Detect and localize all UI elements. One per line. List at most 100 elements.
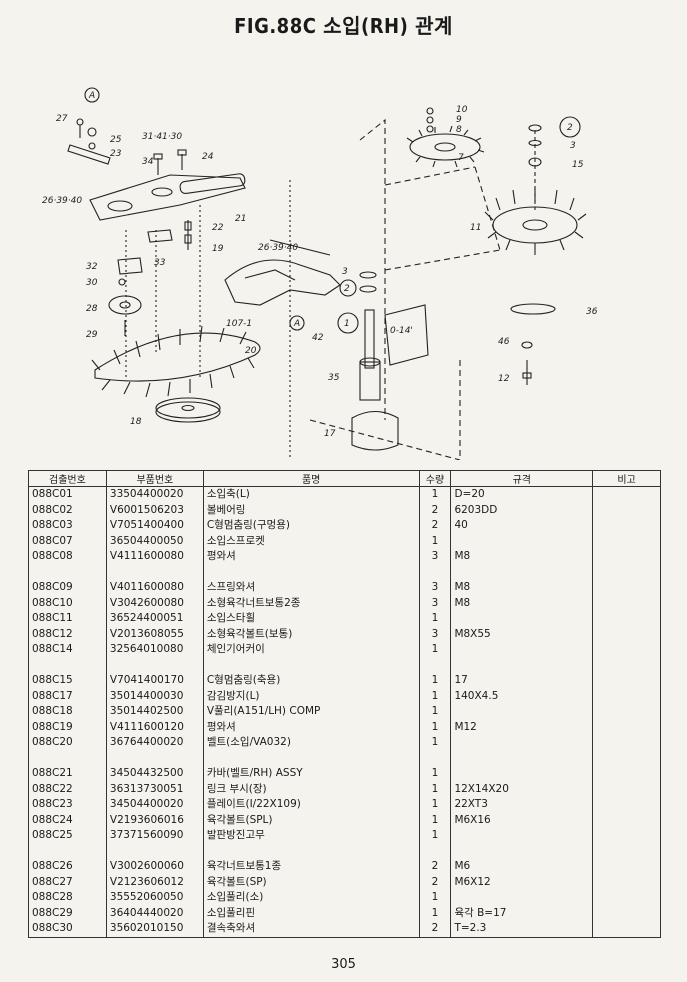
cell-part: V3042600080 xyxy=(105,595,204,611)
cell-ref: 088C21 xyxy=(28,766,107,782)
cell-note xyxy=(592,890,661,906)
cell-note xyxy=(592,905,661,921)
cell-ref: 088C12 xyxy=(28,626,107,642)
cell-note xyxy=(592,843,661,859)
cell-qty: 1 xyxy=(418,828,452,844)
callout-label: 32 xyxy=(86,262,98,272)
cell-ref: 088C22 xyxy=(28,781,107,797)
cell-part: V2193606016 xyxy=(105,812,204,828)
cell-spec: M8X55 xyxy=(450,626,594,642)
cell-note xyxy=(592,735,661,751)
cell-name: C형멈춤링(구멍용) xyxy=(202,518,420,534)
cell-qty xyxy=(418,843,452,859)
callout-label: 34 xyxy=(142,157,154,167)
callout-label: 30 xyxy=(86,278,98,288)
cell-part xyxy=(105,564,204,580)
cell-ref: 088C01 xyxy=(28,486,107,503)
cell-qty: 1 xyxy=(418,533,452,549)
cell-name xyxy=(202,564,420,580)
cell-qty: 3 xyxy=(418,626,452,642)
callout-label: 23 xyxy=(110,149,122,159)
spiked-belt xyxy=(94,332,261,382)
cell-note xyxy=(592,564,661,580)
callout-label: 27 xyxy=(56,114,68,124)
cell-qty xyxy=(418,750,452,766)
cell-note xyxy=(592,673,661,689)
cell-qty: 1 xyxy=(418,719,452,735)
cell-part: V2123606012 xyxy=(105,874,204,890)
cell-qty: 1 xyxy=(418,766,452,782)
exploded-parts-diagram: 27 A 25 23 31·41·30 34 24 26·39·40 21 22… xyxy=(42,87,598,460)
cell-part: 34504432500 xyxy=(105,766,204,782)
cell-part: 35602010150 xyxy=(105,921,204,938)
cell-name: 소입풀리(소) xyxy=(202,890,420,906)
cell-name: 육각볼트(SP) xyxy=(202,874,420,890)
cell-note xyxy=(592,657,661,673)
cell-note xyxy=(592,688,661,704)
page-title: FIG.88C 소입(RH) 관계 xyxy=(234,14,453,38)
cell-part: V4111600120 xyxy=(105,719,204,735)
cell-spec xyxy=(450,735,594,751)
cell-part: 36313730051 xyxy=(105,781,204,797)
cell-part: V4011600080 xyxy=(105,580,204,596)
cell-name: 소입축(L) xyxy=(202,486,420,503)
cell-name: 볼베어링 xyxy=(202,502,420,518)
cell-name xyxy=(202,657,420,673)
cell-qty: 1 xyxy=(418,812,452,828)
cell-part: 33504400020 xyxy=(105,486,204,503)
table-row xyxy=(28,843,661,859)
cell-spec xyxy=(450,642,594,658)
cell-part: V6001506203 xyxy=(105,502,204,518)
cell-qty: 1 xyxy=(418,486,452,503)
callout-label: 3 xyxy=(570,141,576,151)
cell-note xyxy=(592,859,661,875)
cell-part: 35552060050 xyxy=(105,890,204,906)
callout-label: 25 xyxy=(110,135,122,145)
cell-note xyxy=(592,921,661,938)
cell-name: 소입풀리핀 xyxy=(202,905,420,921)
callout-label: 3 xyxy=(342,267,348,277)
callout-label: 1 xyxy=(344,319,350,329)
cell-ref: 088C14 xyxy=(28,642,107,658)
cell-qty: 2 xyxy=(418,921,452,938)
cell-note xyxy=(592,797,661,813)
col-header-ref: 검출번호 xyxy=(28,470,107,487)
callout-label: 12 xyxy=(498,374,510,384)
cell-part xyxy=(105,750,204,766)
cell-ref: 088C17 xyxy=(28,688,107,704)
cell-name: 발판방진고무 xyxy=(202,828,420,844)
cell-part: V7041400170 xyxy=(105,673,204,689)
cell-part: 34504400020 xyxy=(105,797,204,813)
cell-part xyxy=(105,843,204,859)
cell-name: 소입스타휠 xyxy=(202,611,420,627)
cell-part: 36504400050 xyxy=(105,533,204,549)
cell-spec: 6203DD xyxy=(450,502,594,518)
callout-label: 29 xyxy=(86,330,98,340)
callout-label: 20 xyxy=(245,346,257,356)
cell-note xyxy=(592,595,661,611)
callout-label: 35 xyxy=(328,373,340,383)
cell-note xyxy=(592,580,661,596)
cell-qty: 1 xyxy=(418,797,452,813)
cell-ref: 088C29 xyxy=(28,905,107,921)
cell-part: 32564010080 xyxy=(105,642,204,658)
cell-spec xyxy=(450,657,594,673)
cell-note xyxy=(592,611,661,627)
cell-note xyxy=(592,626,661,642)
cell-name: 평와셔 xyxy=(202,549,420,565)
callout-label: 8 xyxy=(456,125,462,135)
cell-part: 37371560090 xyxy=(105,828,204,844)
cell-ref xyxy=(28,657,107,673)
cell-name: 평와셔 xyxy=(202,719,420,735)
